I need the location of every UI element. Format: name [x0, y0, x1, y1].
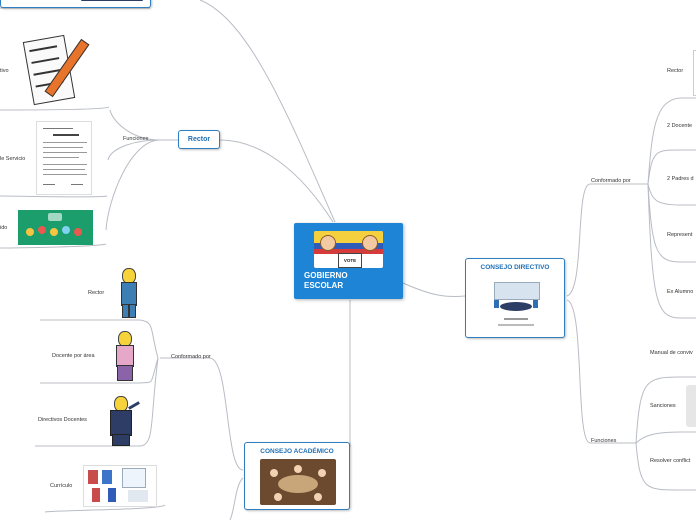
directivo-member-2: 2 Docente	[667, 123, 693, 129]
directivos-character-image	[100, 394, 142, 446]
kid-left-icon	[320, 235, 336, 251]
rector-title: Rector	[187, 136, 211, 143]
curriculum-image	[83, 465, 157, 507]
vote-image: VOTE	[314, 231, 383, 268]
character-suit-icon	[121, 282, 137, 306]
rector-item-2: le Servicio	[0, 156, 26, 162]
screen-icon	[494, 282, 540, 300]
directivo-conformado-label: Conformado por	[591, 178, 631, 184]
flag-blue-band	[314, 243, 383, 249]
academico-member-1: Rector	[88, 290, 105, 296]
rector-character-image	[115, 268, 141, 318]
academico-member-2: Docente por área	[52, 353, 95, 359]
consejo-directivo-node[interactable]: CONSEJO DIRECTIVO	[465, 258, 565, 338]
directivo-funcion-1: Manual de conviv	[650, 350, 693, 356]
directivo-member-1: Rector	[667, 68, 684, 74]
directivo-member-5: Ex Alumno	[667, 289, 694, 295]
teacher-character-image	[108, 331, 140, 381]
directivo-member-4: Represent	[667, 232, 693, 238]
consejo-academico-title: CONSEJO ACADÉMICO	[260, 448, 334, 455]
students-group-image	[18, 210, 93, 245]
meeting-table-image	[486, 276, 546, 331]
rector-item-1: tivo	[0, 68, 9, 74]
directivo-funcion-3: Resolver conflict	[650, 458, 691, 464]
flag-red-band	[314, 249, 383, 254]
academico-conformado-label: Conformado por	[171, 354, 211, 360]
directivo-funciones-label: Funciones	[591, 438, 617, 444]
directivo-funcion-2: Sanciones	[650, 403, 676, 409]
partial-node-image	[81, 0, 143, 1]
directivo-member-3: 2 Padres d	[667, 176, 694, 182]
round-table-icon	[278, 475, 318, 493]
member-1-image-edge	[693, 50, 696, 96]
kid-right-icon	[362, 235, 378, 251]
rector-node[interactable]: Rector	[178, 130, 220, 149]
consejo-directivo-title: CONSEJO DIRECTIVO	[480, 264, 550, 271]
academic-meeting-image	[260, 459, 336, 505]
central-node[interactable]: VOTE GOBIERNO ESCOLAR	[294, 223, 403, 299]
academico-next-item: Currículo	[50, 483, 73, 489]
consejo-academico-node[interactable]: CONSEJO ACADÉMICO	[244, 442, 350, 510]
central-title: GOBIERNO ESCOLAR	[304, 271, 348, 290]
rector-funciones-label: Funciones	[123, 136, 149, 142]
rector-item-3: ido	[0, 225, 8, 231]
table-icon	[500, 302, 532, 311]
sanciones-image-edge	[686, 385, 696, 427]
checklist-image	[18, 32, 92, 108]
academico-member-3: Directivos Docentes	[38, 417, 87, 423]
document-image	[36, 121, 92, 195]
ballot-box-icon: VOTE	[338, 253, 362, 268]
partial-top-node[interactable]	[0, 0, 151, 8]
